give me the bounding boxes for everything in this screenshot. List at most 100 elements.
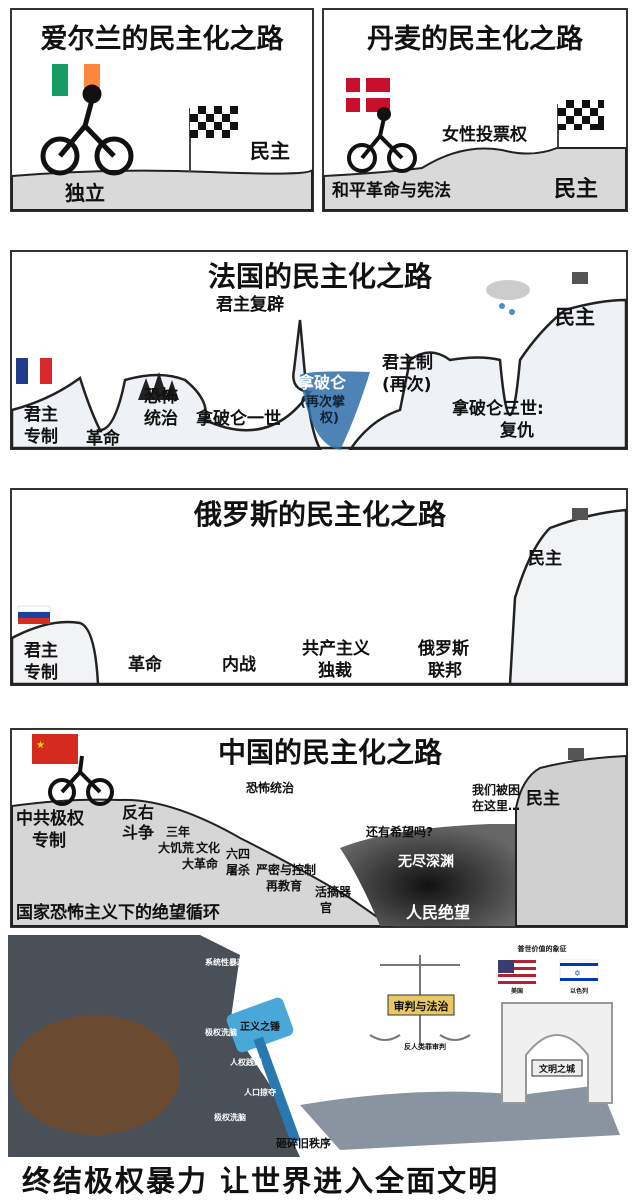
rock-label: 极权洗脑 — [205, 1027, 237, 1037]
label-anti-rightist: 反右 — [122, 803, 154, 822]
cyclist-icon — [48, 755, 114, 806]
panel-title: 丹麦的民主化之路 — [367, 23, 584, 55]
label-revolution: 革命 — [86, 428, 121, 449]
label-civil-war: 内战 — [222, 654, 256, 675]
label-democracy: 民主 — [555, 305, 595, 329]
label-organ: 官 — [320, 900, 332, 915]
panel-title: 法国的民主化之路 — [208, 260, 433, 293]
flags-title: 普世价值的象征 — [518, 944, 567, 953]
label-federation: 联邦 — [428, 660, 462, 681]
caption: 终结极权暴力 让世界进入全面文明 — [22, 1164, 500, 1198]
israel-flag-icon: ✡ — [559, 959, 599, 985]
us-label: 美国 — [510, 987, 523, 995]
checkered-flag-icon — [189, 106, 238, 172]
rock-label: 极权洗脑 — [214, 1112, 246, 1122]
checkered-flag-icon — [572, 272, 588, 284]
rock-label: 人口掠夺 — [244, 1087, 277, 1097]
cave-crowd — [10, 1015, 180, 1135]
label-independence: 独立 — [65, 181, 105, 205]
russia-panel: 俄罗斯的民主化之路 君主 专制 革命 内战 共产主义 独裁 俄罗斯 联邦 民主 — [10, 488, 628, 686]
cyclist-icon — [40, 84, 134, 176]
label-democracy: 民主 — [554, 177, 598, 202]
label-democracy: 民主 — [528, 548, 562, 569]
panel-title: 俄罗斯的民主化之路 — [193, 498, 447, 531]
label-massacre: 屠杀 — [226, 862, 250, 877]
label-endless-abyss: 无尽深渊 — [397, 853, 454, 870]
label-here: 在这里… — [472, 798, 520, 813]
label-revenge: 复仇 — [499, 420, 534, 441]
label-rule: 统治 — [144, 408, 178, 429]
israel-label: 以色列 — [570, 987, 588, 995]
label-revolution: 大革命 — [182, 856, 219, 871]
label-restoration: 君主复辟 — [216, 294, 284, 315]
label-napoleon-iii: 拿破仑三世: — [451, 398, 544, 419]
label-terror-rule: 恐怖统治 — [246, 780, 294, 795]
hammer-label: 正义之锤 — [240, 1020, 280, 1033]
china-flag-icon: ★ — [32, 734, 78, 764]
svg-text:★: ★ — [36, 740, 45, 751]
napoleon-lake — [300, 371, 370, 450]
label-terror: 恐怖 — [144, 386, 178, 407]
label-communism: 共产主义 — [302, 638, 370, 659]
rain-cloud-icon — [486, 280, 530, 315]
label-strict-control: 严密与控制 — [255, 862, 316, 877]
label-despair-cycle: 国家恐怖主义下的绝望循环 — [16, 902, 220, 923]
russia-flag-icon — [17, 605, 51, 624]
label-autocracy: 专制 — [24, 426, 58, 447]
label-power: 权) — [319, 410, 339, 426]
label-autocracy: 专制 — [24, 662, 58, 683]
label-dictatorship: 独裁 — [318, 660, 352, 681]
label-famine: 大饥荒 — [158, 840, 194, 855]
label-russia: 俄罗斯 — [417, 638, 469, 659]
arch-label: 文明之城 — [538, 1063, 575, 1075]
label-cultural: 文化 — [196, 840, 220, 855]
panel-title: 中国的民主化之路 — [218, 736, 443, 769]
label-again-power: (再次掌 — [300, 394, 345, 410]
label-monarch: 君主 — [24, 640, 58, 661]
label-autocracy: 专制 — [32, 830, 66, 851]
rock-label: 系统性暴政与活摘 — [205, 957, 269, 967]
scale-sub-label: 反人类罪审判 — [404, 1042, 446, 1051]
justice-illustration: 系统性暴政与活摘 极权洗脑 人权践踏 人口掠夺 极权洗脑 正义之锤 砸碎旧秩序 … — [8, 935, 620, 1157]
label-again: (再次) — [382, 374, 432, 395]
france-flag-icon — [16, 358, 52, 384]
panel-title: 爱尔兰的民主化之路 — [41, 23, 285, 55]
svg-text:✡: ✡ — [574, 969, 581, 978]
cyclist-icon — [347, 107, 417, 173]
label-womens-suffrage: 女性投票权 — [442, 124, 528, 145]
crack-label: 砸碎旧秩序 — [276, 1136, 331, 1150]
us-flag-icon — [498, 960, 536, 984]
checkered-flag-icon — [568, 748, 584, 760]
label-people-despair: 人民绝望 — [406, 903, 470, 922]
label-napoleon-i: 拿破仑一世 — [195, 408, 281, 429]
label-peaceful-revolution: 和平革命与宪法 — [332, 180, 451, 201]
ireland-panel: 爱尔兰的民主化之路 独立 民主 — [10, 8, 314, 212]
label-democracy: 民主 — [250, 139, 290, 163]
label-trapped: 我们被困 — [472, 782, 520, 797]
label-june-fourth: 六四 — [226, 846, 250, 861]
scale-label: 审判与法治 — [394, 999, 449, 1013]
label-ccp-totalitarian: 中共极权 — [16, 808, 85, 829]
label-organ-harvest: 活摘器 — [315, 884, 352, 899]
label-monarch: 君主 — [24, 404, 58, 425]
label-struggle: 斗争 — [122, 823, 154, 842]
china-panel: 中国的民主化之路 ★ 中共极权 专制 反右 斗争 三年 大饥荒 文化 大革命 六… — [10, 728, 628, 928]
tree-icons — [138, 372, 179, 400]
label-democracy: 民主 — [526, 788, 560, 809]
arch-icon — [501, 1002, 613, 1104]
label-reeducation: 再教育 — [266, 878, 302, 893]
label-revolution: 革命 — [128, 654, 163, 675]
rock-label: 人权践踏 — [230, 1057, 263, 1067]
endless-abyss — [340, 824, 516, 926]
label-any-hope: 还有希望吗? — [365, 824, 433, 839]
france-panel: 法国的民主化之路 君主 专制 革命 恐怖 统治 拿破仑一世 君主复辟 拿破仑 (… — [10, 250, 628, 450]
denmark-panel: 丹麦的民主化之路 和平革命与宪法 女性投票权 民主 — [322, 8, 628, 212]
hammer-icon — [226, 997, 301, 1144]
checkered-flag-icon — [572, 508, 588, 520]
label-monarchy: 君主制 — [382, 352, 433, 373]
label-napoleon: 拿破仑 — [297, 373, 347, 392]
denmark-flag-icon — [346, 78, 390, 112]
checkered-flag-icon — [557, 100, 604, 148]
crowd-march — [300, 1085, 620, 1150]
label-three-years: 三年 — [166, 824, 190, 839]
